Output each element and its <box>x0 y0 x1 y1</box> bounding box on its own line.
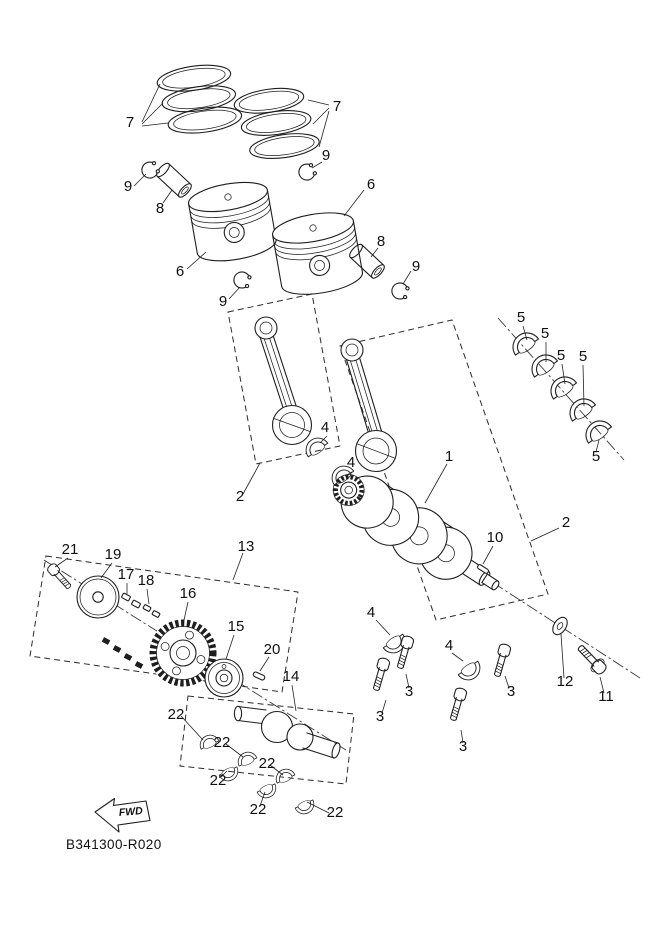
callout-6-right-piston: 6 <box>367 176 375 193</box>
callout-18-key: 18 <box>138 572 155 589</box>
balancer-shaft-14 <box>233 705 341 759</box>
dashed-box-balancer-drive <box>29 555 299 693</box>
main-bearing-shell <box>579 414 614 447</box>
callout-4-rod-bearing-3: 4 <box>367 604 375 621</box>
fwd-label: FWD <box>118 805 143 819</box>
balancer-bearing-shell <box>293 797 318 818</box>
callout-5-main-bearing-1: 5 <box>517 309 525 326</box>
callout-7-left-rings: 7 <box>126 114 134 131</box>
callout-10-dowel-pin: 10 <box>487 529 504 546</box>
drawing-code: B341300-R020 <box>66 837 162 852</box>
piston-ring-set-left <box>156 64 243 134</box>
piston-left <box>187 181 277 262</box>
callout-2-left-rod: 2 <box>236 488 244 505</box>
fwd-arrow: FWD <box>94 797 151 833</box>
callout-2-right-rod: 2 <box>562 514 570 531</box>
washer-12 <box>552 616 568 636</box>
callout-9-right-top-circlip: 9 <box>322 147 330 164</box>
balancer-bearing-shell <box>272 765 297 786</box>
callout-22-bearing-1: 22 <box>168 706 185 723</box>
balancer-gear-16 <box>149 619 217 687</box>
callout-4-rod-bearing-4: 4 <box>445 637 453 654</box>
callout-17-key: 17 <box>118 566 135 583</box>
main-bearing-shell <box>506 326 541 359</box>
crankshaft <box>332 474 500 591</box>
connecting-rod-right <box>340 338 398 473</box>
rod-bolt <box>490 642 512 679</box>
callout-21-bolt: 21 <box>62 541 79 558</box>
piston-ring-set-right <box>233 87 320 159</box>
callout-13-balancer-group: 13 <box>238 538 255 555</box>
center-line-balancer-axis <box>43 559 347 751</box>
crank-dowel-pin <box>476 564 490 574</box>
balancer-bearing-shell <box>255 781 280 802</box>
callout-3-rod-bolt-1: 3 <box>405 683 413 700</box>
dashed-box-balancer-shaft <box>179 695 355 785</box>
callout-7-right-rings: 7 <box>333 98 341 115</box>
balancer-pin-20 <box>252 671 266 681</box>
callout-16-balancer-gear: 16 <box>180 585 197 602</box>
callout-19-washer: 19 <box>105 546 122 563</box>
callout-15-rotor: 15 <box>228 618 245 635</box>
callout-14-balancer-shaft: 14 <box>283 668 300 685</box>
key-17 <box>121 592 141 609</box>
circlip-right-bottom <box>389 280 411 302</box>
rod-bolt <box>446 686 468 723</box>
damper-pieces <box>101 637 144 669</box>
callout-5-main-bearing-3: 5 <box>557 347 565 364</box>
callout-9-left-bottom-circlip: 9 <box>219 293 227 310</box>
circlip-right-top <box>295 160 319 184</box>
main-bearing-shell <box>544 370 579 403</box>
callout-22-bearing-3: 22 <box>210 772 227 789</box>
rod-bearing-shell <box>456 658 486 686</box>
callout-3-rod-bolt-3: 3 <box>507 683 515 700</box>
callout-8-right-pin: 8 <box>377 233 385 250</box>
callout-3-rod-bolt-4: 3 <box>459 738 467 755</box>
piston-right <box>272 212 363 295</box>
callout-8-left-pin: 8 <box>156 200 164 217</box>
callout-4-rod-bearing-1: 4 <box>321 419 329 436</box>
callout-4-rod-bearing-2: 4 <box>347 454 355 471</box>
callout-6-left-piston: 6 <box>176 263 184 280</box>
dashed-box-left-rod <box>227 293 341 465</box>
balancer-washer-19 <box>76 575 120 619</box>
crank-drive-gear <box>332 474 365 506</box>
connecting-rod-left <box>254 316 313 446</box>
rod-bolt <box>369 656 391 693</box>
key-18 <box>142 604 161 618</box>
circlip-left-bottom <box>231 269 253 291</box>
main-bearing-shell <box>525 348 560 381</box>
dashed-box-right-rod-crank <box>339 319 549 621</box>
callout-20-pin: 20 <box>264 641 281 658</box>
balancer-rotor-15 <box>204 658 244 698</box>
callout-22-bearing-5: 22 <box>250 801 267 818</box>
callout-5-main-bearing-4: 5 <box>579 348 587 365</box>
callout-22-bearing-2: 22 <box>214 734 231 751</box>
callout-22-bearing-4: 22 <box>259 755 276 772</box>
piston-pin-left <box>156 162 192 198</box>
callout-12-washer: 12 <box>557 673 574 690</box>
callout-11-flange-bolt: 11 <box>598 688 614 705</box>
balancer-bolt-21 <box>45 561 74 592</box>
leader-lines <box>54 83 605 814</box>
callout-3-rod-bolt-2: 3 <box>376 708 384 725</box>
callout-9-right-bottom-circlip: 9 <box>412 258 420 275</box>
callout-5-main-bearing-5: 5 <box>592 448 600 465</box>
callout-1-crankshaft: 1 <box>445 448 453 465</box>
callout-9-left-top-circlip: 9 <box>124 178 132 195</box>
callout-5-main-bearing-2: 5 <box>541 325 549 342</box>
balancer-bearing-shell <box>234 748 259 769</box>
flange-bolt-11 <box>574 642 609 677</box>
callout-22-bearing-6: 22 <box>327 804 344 821</box>
